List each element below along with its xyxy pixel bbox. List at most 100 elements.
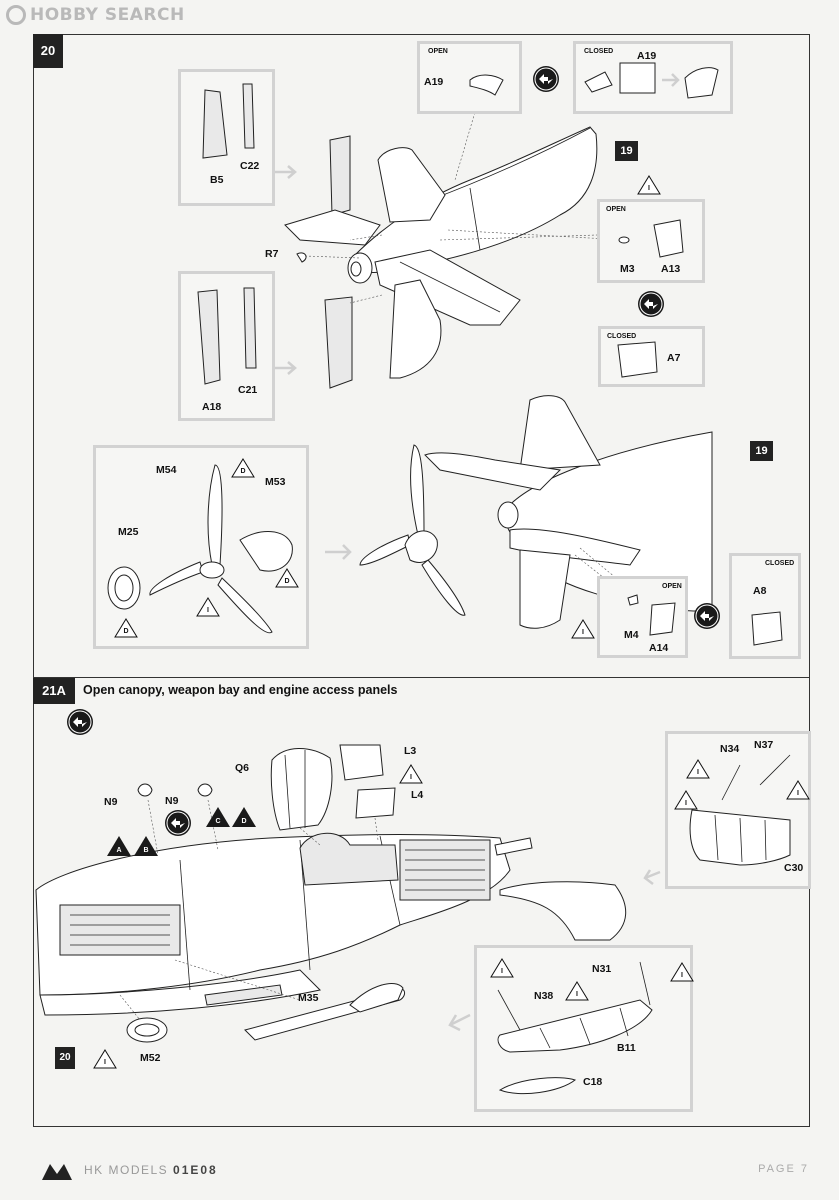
label-a18: A18 — [202, 401, 222, 413]
label-m3: M3 — [620, 263, 635, 275]
label-a13: A13 — [661, 263, 681, 275]
part-n9b — [197, 783, 213, 797]
label-m54: M54 — [156, 464, 177, 476]
marker-c: C — [205, 806, 231, 828]
hobby-search-logo-icon — [6, 5, 26, 25]
lower-tail — [324, 296, 353, 389]
option-icon-21a-fuselage — [165, 810, 191, 836]
label-a19-closed: A19 — [637, 50, 657, 62]
engine-bay-aft — [59, 904, 181, 956]
marker-d-m25: D — [114, 618, 138, 638]
box-b5-c22 — [178, 69, 275, 206]
box-a19-open — [417, 41, 522, 114]
label-n38: N38 — [534, 990, 554, 1002]
vertical-fin-upper — [377, 147, 446, 223]
marker-b: B — [133, 835, 159, 857]
label-open-a19: OPEN — [428, 48, 448, 55]
cockpit — [299, 832, 399, 886]
engine-cover — [499, 881, 627, 941]
footer-kit-code: 01E08 — [173, 1163, 218, 1177]
label-m25: M25 — [118, 526, 139, 538]
watermark-text: HOBBY SEARCH — [30, 5, 185, 25]
label-closed-a8: CLOSED — [765, 560, 795, 567]
open-closed-option-icon-2 — [638, 291, 664, 317]
marker-i-top: I — [637, 175, 661, 195]
label-c18: C18 — [583, 1076, 603, 1088]
label-a8: A8 — [753, 585, 767, 597]
label-m53: M53 — [265, 476, 286, 488]
box-a18-c21 — [178, 271, 275, 421]
step-ref-19-top: 19 — [615, 141, 638, 161]
label-c30: C30 — [784, 862, 804, 874]
step-21a-title: Open canopy, weapon bay and engine acces… — [83, 683, 398, 697]
label-m35: M35 — [298, 992, 319, 1004]
open-closed-option-icon-1 — [533, 66, 559, 92]
label-c21: C21 — [238, 384, 258, 396]
label-n31: N31 — [592, 963, 612, 975]
marker-i-prop: I — [196, 597, 220, 617]
label-m52: M52 — [140, 1052, 161, 1064]
option-icon-21a — [67, 709, 93, 735]
label-l3: L3 — [404, 745, 417, 757]
marker-i-m4: I — [571, 619, 595, 639]
footer-brand-name: HK MODELS — [84, 1163, 169, 1177]
label-n34: N34 — [720, 743, 740, 755]
instruction-frame — [33, 34, 810, 1127]
label-a7: A7 — [667, 352, 681, 364]
step-20-number: 20 — [33, 34, 63, 68]
label-n9-left: N9 — [104, 796, 118, 808]
footer-page-number: PAGE 7 — [758, 1163, 809, 1175]
marker-i-n34: I — [686, 759, 710, 779]
stab-lower-view — [424, 452, 562, 491]
label-a14: A14 — [649, 642, 669, 654]
marker-d-m54: D — [231, 458, 255, 478]
marker-d-m53: D — [275, 568, 299, 588]
label-b5: B5 — [210, 174, 224, 186]
label-closed-a7: CLOSED — [607, 333, 637, 340]
marker-i-n38: I — [490, 958, 514, 978]
step-21a-number: 21A — [33, 678, 75, 704]
marker-i-l4: I — [399, 764, 423, 784]
marker-i-n31: I — [670, 962, 694, 982]
upper-tail — [329, 135, 351, 216]
marker-i-c30: I — [674, 790, 698, 810]
label-open-m3: OPEN — [606, 206, 626, 213]
stabilizer-left — [284, 209, 381, 246]
part-m35 — [204, 984, 283, 1006]
label-q6: Q6 — [235, 762, 250, 774]
label-n37: N37 — [754, 739, 774, 751]
marker-a: A — [106, 835, 132, 857]
marker-d: D — [231, 806, 257, 828]
step-divider — [33, 677, 810, 678]
watermark: HOBBY SEARCH — [6, 4, 185, 26]
weapon-bay-door-arm — [349, 983, 404, 1013]
marker-i-m52: I — [93, 1049, 117, 1069]
label-l4: L4 — [411, 789, 424, 801]
fin-lower-view — [519, 395, 601, 471]
part-l4 — [355, 787, 396, 819]
fuselage-belly — [39, 969, 322, 1016]
label-m4: M4 — [624, 629, 639, 641]
step-ref-20: 20 — [55, 1047, 75, 1069]
label-n9-right: N9 — [165, 795, 179, 807]
step-ref-19-bottom: 19 — [750, 441, 773, 461]
lower-fin — [389, 279, 442, 379]
marker-i-b11: I — [565, 981, 589, 1001]
part-l3 — [339, 744, 384, 781]
part-n9a — [137, 783, 153, 797]
stabilizer-right — [374, 249, 521, 326]
spinner — [404, 530, 438, 563]
box-m3-a13-open — [597, 199, 705, 283]
open-closed-option-icon-3 — [694, 603, 720, 629]
label-c22: C22 — [240, 160, 260, 172]
marker-i-n37: I — [786, 780, 810, 800]
cannon — [494, 837, 533, 856]
footer-brand: HK MODELS 01E08 — [84, 1163, 218, 1177]
label-r7: R7 — [265, 248, 279, 260]
label-b11: B11 — [617, 1042, 636, 1054]
hk-models-logo-icon — [40, 1160, 74, 1187]
box-a8-closed — [729, 553, 801, 659]
